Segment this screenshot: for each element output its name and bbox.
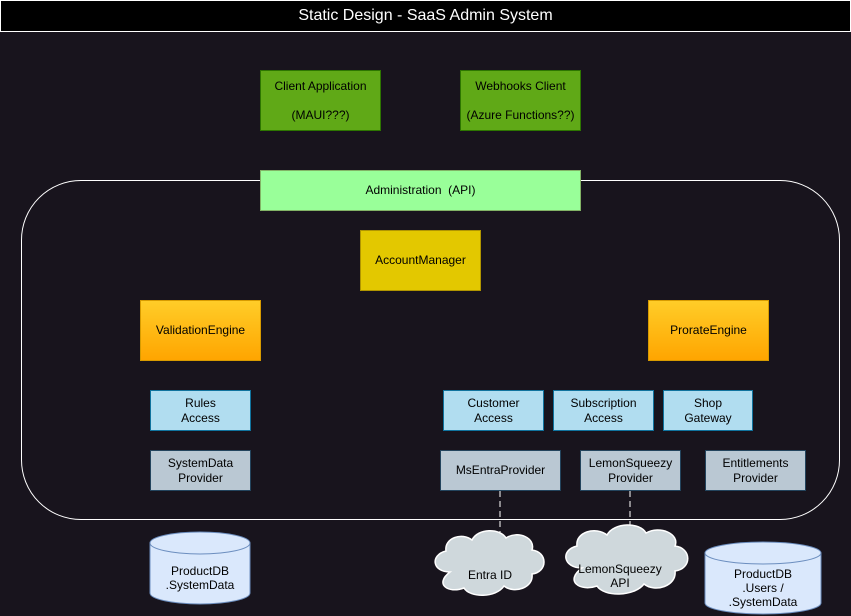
lemonsqueezy-api-line2: API	[610, 576, 630, 590]
productdb-users-label: ProductDB .Users / .SystemData	[705, 566, 821, 610]
customer-access-box[interactable]: Customer Access	[443, 390, 544, 431]
systemdata-provider-line2: Provider	[178, 470, 223, 485]
webhooks-client-tech: (Azure Functions??)	[466, 107, 575, 122]
entra-id-text: Entra ID	[467, 568, 512, 582]
rules-access-box[interactable]: Rules Access	[150, 390, 251, 431]
shop-gateway-box[interactable]: Shop Gateway	[663, 390, 753, 431]
rules-access-line1: Rules	[185, 395, 216, 410]
administration-api-box[interactable]: Administration (API)	[260, 170, 581, 211]
client-application-tech: (MAUI???)	[291, 107, 350, 122]
productdb-users-line3: .SystemData	[728, 595, 798, 609]
subscription-access-box[interactable]: Subscription Access	[553, 390, 654, 431]
msentra-provider-box[interactable]: MsEntraProvider	[440, 450, 561, 491]
productdb-systemdata-line1: ProductDB	[170, 564, 230, 578]
validation-engine-box[interactable]: ValidationEngine	[140, 300, 261, 361]
shop-gateway-line1: Shop	[693, 395, 723, 410]
entitlements-provider-line1: Entitlements	[722, 455, 789, 470]
productdb-systemdata-cylinder	[149, 531, 251, 605]
rules-access-line2: Access	[181, 410, 220, 425]
customer-access-line1: Customer	[467, 395, 520, 410]
subscription-access-line2: Access	[584, 410, 623, 425]
administration-api-label: Administration (API)	[365, 183, 476, 197]
lemonsqueezy-api-label: LemonSqueezy API	[570, 560, 670, 592]
productdb-systemdata-line2: .SystemData	[165, 578, 235, 592]
subscription-access-line1: Subscription	[570, 395, 637, 410]
entitlements-provider-line2: Provider	[733, 470, 778, 485]
productdb-users-line2: .Users /	[742, 581, 784, 595]
msentra-provider-label: MsEntraProvider	[455, 463, 546, 477]
entra-id-cloud	[434, 530, 545, 596]
customer-access-line2: Access	[474, 410, 513, 425]
systemdata-provider-box[interactable]: SystemData Provider	[150, 450, 251, 491]
systemdata-provider-line1: SystemData	[167, 455, 234, 470]
entitlements-provider-box[interactable]: Entitlements Provider	[705, 450, 806, 491]
prorate-engine-box[interactable]: ProrateEngine	[648, 300, 769, 361]
webhooks-client-box[interactable]: Webhooks Client (Azure Functions??)	[460, 70, 581, 131]
shop-gateway-line2: Gateway	[684, 410, 732, 425]
lemonsqueezy-provider-line1: LemonSqueezy	[588, 455, 673, 470]
diagram-title-text: Static Design - SaaS Admin System	[298, 7, 553, 24]
lemonsqueezy-provider-box[interactable]: LemonSqueezy Provider	[580, 450, 681, 491]
productdb-users-cylinder	[704, 541, 822, 615]
lemonsqueezy-provider-line2: Provider	[608, 470, 653, 485]
client-application-box[interactable]: Client Application (MAUI???)	[260, 70, 381, 131]
diagram-title: Static Design - SaaS Admin System	[0, 0, 851, 32]
lemonsqueezy-api-cloud	[565, 524, 689, 595]
lemonsqueezy-api-line1: LemonSqueezy	[578, 562, 662, 576]
validation-engine-label: ValidationEngine	[155, 323, 246, 337]
client-application-label: Client Application	[274, 78, 367, 93]
account-manager-label: AccountManager	[375, 253, 466, 267]
account-manager-box[interactable]: AccountManager	[360, 230, 481, 291]
productdb-systemdata-label: ProductDB .SystemData	[150, 560, 250, 596]
entra-id-label: Entra ID	[440, 566, 540, 584]
webhooks-client-label: Webhooks Client	[475, 78, 566, 93]
prorate-engine-label: ProrateEngine	[670, 323, 747, 337]
productdb-users-line1: ProductDB	[733, 567, 793, 581]
